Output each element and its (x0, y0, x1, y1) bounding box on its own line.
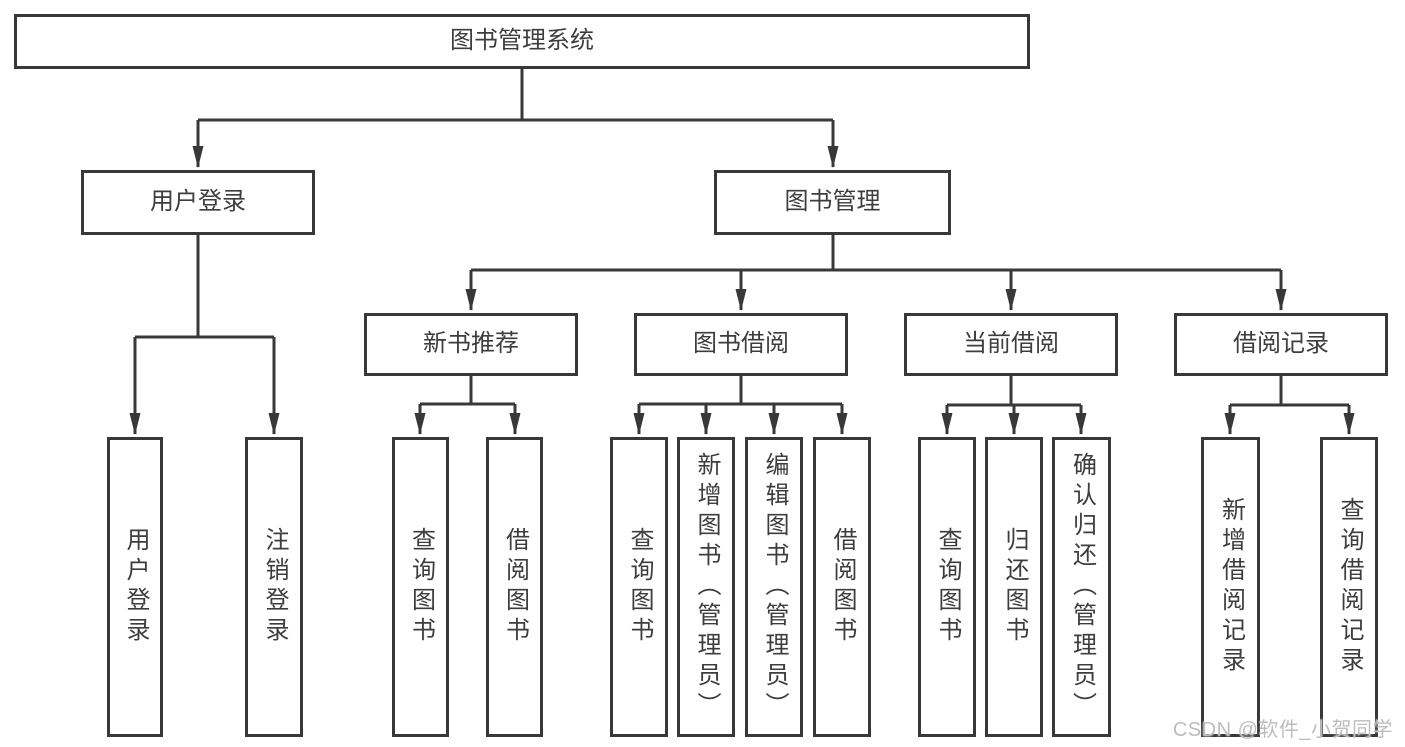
node-borrowing-records: 借阅记录 (1174, 313, 1388, 376)
leaf-records-add-borrow-record-label: 新增借阅记录 (1217, 497, 1245, 677)
leaf-borrowing-borrow-book-label: 借阅图书 (829, 527, 856, 647)
leaf-current-query-book: 查询图书 (918, 437, 976, 737)
leaf-borrowing-add-book-admin: 新增图书（管理员） (677, 437, 735, 737)
leaf-current-confirm-return-admin-label: 确认归还（管理员） (1068, 452, 1096, 722)
node-user-login: 用户登录 (81, 170, 315, 235)
node-book-management: 图书管理 (714, 170, 951, 235)
leaf-logout: 注销登录 (245, 437, 303, 737)
node-book-management-label: 图书管理 (784, 188, 881, 216)
leaf-borrowing-edit-book-admin-label: 编辑图书（管理员） (761, 452, 788, 722)
node-book-borrowing-label: 图书借阅 (693, 330, 789, 358)
node-root-label: 图书管理系统 (450, 27, 594, 55)
node-new-book-recommend: 新书推荐 (364, 313, 578, 376)
leaf-current-query-book-label: 查询图书 (934, 527, 961, 647)
csdn-watermark: CSDN @软件_小贺同学 (1172, 719, 1393, 741)
node-borrowing-records-label: 借阅记录 (1233, 330, 1329, 358)
leaf-current-confirm-return-admin: 确认归还（管理员） (1052, 437, 1111, 737)
leaf-borrowing-query-book-label: 查询图书 (626, 527, 653, 647)
leaf-borrowing-query-book: 查询图书 (610, 437, 668, 737)
leaf-records-query-borrow-record: 查询借阅记录 (1320, 437, 1378, 737)
leaf-user-login: 用户登录 (107, 437, 163, 737)
connector-borrowing-stem (639, 376, 842, 406)
leaf-newbooks-borrow-book-label: 借阅图书 (501, 527, 529, 647)
leaf-newbooks-query-book: 查询图书 (392, 437, 449, 737)
leaf-records-add-borrow-record: 新增借阅记录 (1201, 437, 1260, 737)
connector-records-stem (1230, 376, 1349, 407)
leaf-borrowing-edit-book-admin: 编辑图书（管理员） (745, 437, 803, 737)
connector-login-stem (135, 235, 274, 339)
node-root: 图书管理系统 (14, 14, 1030, 69)
leaf-current-return-book: 归还图书 (985, 437, 1043, 737)
leaf-records-query-borrow-record-label: 查询借阅记录 (1336, 497, 1363, 677)
connector-root-stem (198, 69, 833, 122)
leaf-current-return-book-label: 归还图书 (1001, 527, 1028, 647)
node-book-borrowing: 图书借阅 (634, 313, 848, 376)
node-current-borrowing: 当前借阅 (904, 313, 1118, 376)
leaf-user-login-label: 用户登录 (122, 527, 149, 647)
leaf-borrowing-add-book-admin-label: 新增图书（管理员） (693, 452, 720, 722)
leaf-borrowing-borrow-book: 借阅图书 (813, 437, 871, 737)
connector-current-stem (947, 376, 1081, 407)
node-user-login-label: 用户登录 (150, 188, 246, 216)
node-current-borrowing-label: 当前借阅 (963, 330, 1059, 358)
leaf-newbooks-borrow-book: 借阅图书 (486, 437, 543, 737)
connector-mgmt-stem (471, 235, 1281, 272)
node-new-book-recommend-label: 新书推荐 (423, 330, 519, 358)
leaf-newbooks-query-book-label: 查询图书 (407, 527, 435, 647)
leaf-logout-label: 注销登录 (261, 527, 288, 647)
connector-newbooks-stem (420, 376, 515, 406)
